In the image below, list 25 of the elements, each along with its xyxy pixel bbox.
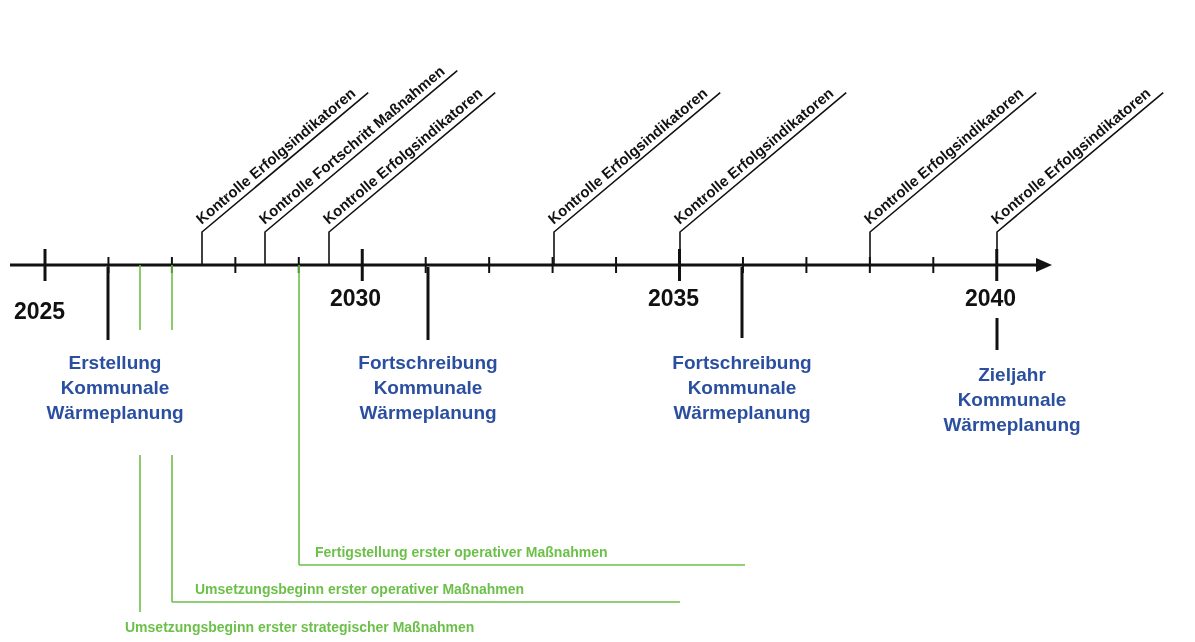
leader-line bbox=[869, 91, 1038, 266]
milestone-label: Umsetzungsbeginn erster operativer Maßnahmen bbox=[195, 580, 525, 598]
milestone-label: Fertigstellung erster operativer Maßnahmen bbox=[315, 543, 608, 561]
leader-line bbox=[106, 267, 110, 340]
phase-label: Fortschreibung Kommunale Wärmeplanung bbox=[333, 350, 523, 425]
year-label: 2030 bbox=[330, 285, 382, 312]
phase-label: Fortschreibung Kommunale Wärmeplanung bbox=[647, 350, 837, 425]
leader-line bbox=[740, 267, 744, 338]
leader-line bbox=[679, 91, 848, 266]
leader-line bbox=[553, 91, 722, 266]
leader-line bbox=[995, 318, 999, 350]
phase-label: Erstellung Kommunale Wärmeplanung bbox=[20, 350, 210, 425]
phase-label: Zieljahr Kommunale Wärmeplanung bbox=[937, 362, 1087, 437]
leader-line bbox=[298, 264, 746, 566]
milestone-label: Umsetzungsbeginn erster strategischer Maßnahmen bbox=[125, 618, 475, 636]
leader-line bbox=[264, 69, 459, 266]
year-label: 2040 bbox=[965, 285, 1017, 312]
leader-line bbox=[996, 91, 1165, 266]
leader-line bbox=[426, 267, 430, 340]
year-label: 2025 bbox=[14, 298, 66, 325]
leader-line bbox=[201, 91, 370, 266]
leader-line bbox=[171, 264, 681, 603]
leader-line bbox=[328, 91, 497, 266]
leader-line bbox=[139, 264, 141, 613]
year-label: 2035 bbox=[648, 285, 700, 312]
